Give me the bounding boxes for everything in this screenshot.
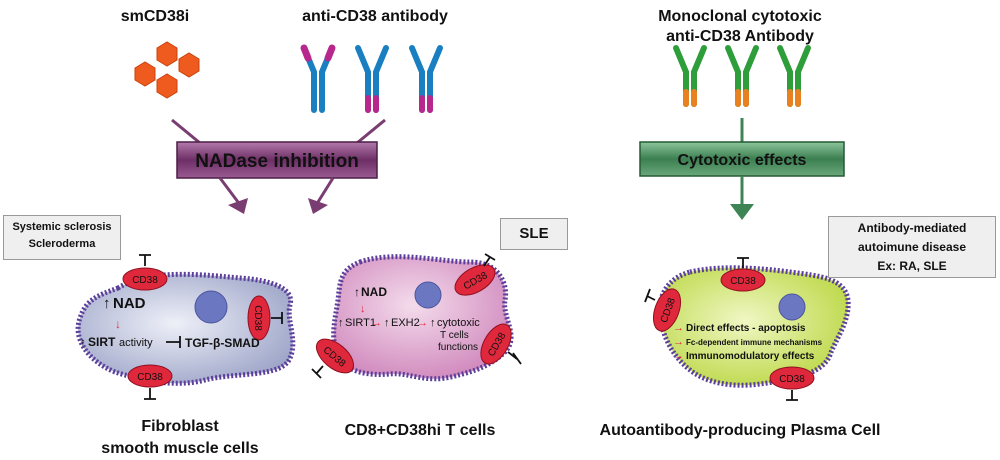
hexagon-icon (156, 73, 178, 99)
cd38-receptor: CD38 (247, 295, 271, 341)
drug-to-nadase-arrows (171, 118, 386, 145)
tcell-cytotoxic-up-arrow-icon: ↑ (430, 317, 436, 329)
tcell-sirt1-text: SIRT1 (345, 317, 376, 329)
cytotoxic-effects-label: Cytotoxic effects (678, 152, 807, 169)
small-molecule-hexagon-icons (134, 41, 200, 99)
tcell-red-arrow-icon: → (371, 317, 382, 329)
svg-text:CD38: CD38 (137, 372, 163, 383)
antibody-icon (777, 45, 811, 107)
hexagon-icon (156, 41, 178, 67)
plasma-cell-nucleus (778, 293, 806, 321)
plasma-cell-caption: Autoantibody-producing Plasma Cell (599, 422, 881, 439)
arrowhead-icon (308, 198, 328, 214)
inhibition-bars (139, 253, 798, 401)
cd38-receptor: CD38 (652, 288, 682, 332)
cd38-receptor: CD38 (454, 264, 496, 296)
arrowhead-icon (730, 204, 754, 220)
plasma-red-arrow-icon: → (673, 350, 684, 362)
tcell-exh2-text: EXH2 (391, 317, 420, 329)
antibody-icon (355, 45, 389, 113)
fibroblast-tgf-text: TGF-β-SMAD (185, 336, 260, 350)
plasma-effect-immunomodulatory: Immunomodulatory effects (686, 351, 815, 362)
scleroderma-text: Scleroderma (28, 238, 96, 250)
smcd38i-label: smCD38i (120, 8, 190, 25)
fibroblast-nad-text: NAD (113, 295, 146, 312)
cytotoxic-effects-box (639, 141, 845, 177)
systemic-sclerosis-box: Systemic sclerosis Scleroderma (3, 215, 121, 260)
tcell-nad-up-arrow-icon: ↑ (354, 285, 360, 299)
sle-box: SLE (500, 218, 568, 250)
antibody-icon (673, 45, 707, 107)
monoclonal-antibody-label-line2: anti-CD38 Antibody (666, 28, 814, 45)
fibroblast-nucleus (194, 290, 228, 324)
nadase-inhibition-box (176, 141, 378, 179)
monoclonal-antibody-label-line1: Monoclonal cytotoxic (658, 8, 822, 25)
cd38-receptor: CD38 (122, 267, 168, 291)
svg-text:CD38: CD38 (132, 275, 158, 286)
cd38-receptor: CD38 (769, 366, 815, 390)
fibroblast-nad-up-arrow-icon: ↑ (103, 295, 111, 312)
nadase-to-cells-arrows (218, 177, 335, 203)
monoclonal-antibody-icons (673, 45, 811, 107)
fibroblast-caption-line2: smooth muscle cells (101, 440, 259, 457)
plasma-effect-fc: Fc-dependent immune mechanisms (686, 338, 823, 347)
nadase-inhibition-label: NADase inhibition (195, 151, 359, 172)
antibody-icon (409, 45, 443, 113)
fibroblast-sirt-text: SIRT (88, 335, 116, 349)
fibroblast-red-arrow-icon: ↓ (115, 317, 121, 331)
cd38-receptors: CD38 CD38 CD38 CD38 CD38 CD38 CD38 CD38 … (122, 264, 815, 390)
anti-cd38-antibody-label: anti-CD38 antibody (302, 8, 448, 25)
fibroblast-cell (75, 271, 296, 386)
autoimune-disease-text: autoimune disease (857, 240, 967, 254)
antibody-mediated-disease-box: Antibody-mediated autoimune disease Ex: … (828, 216, 996, 278)
tcell-sirt1-up-arrow-icon: ↑ (338, 317, 344, 329)
arrowhead-icon (228, 198, 248, 214)
antibody-icon (300, 44, 336, 113)
tcell-nad-text: NAD (361, 285, 387, 299)
tcell-functions-text: functions (438, 342, 478, 353)
plasma-red-arrow-icon: → (673, 322, 684, 334)
tcell-caption: CD8+CD38hi T cells (344, 422, 496, 439)
antibody-mediated-text: Antibody-mediated (857, 221, 967, 235)
plasma-effect-direct: Direct effects - apoptosis (686, 323, 806, 334)
fibroblast-activity-text: activity (119, 337, 153, 349)
plasma-red-arrow-icon: → (673, 336, 684, 348)
svg-text:CD38: CD38 (730, 276, 756, 287)
svg-text:CD38: CD38 (779, 374, 805, 385)
systemic-sclerosis-text: Systemic sclerosis (12, 221, 112, 233)
hexagon-icon (134, 61, 156, 87)
tcell-exh2-up-arrow-icon: ↑ (384, 317, 390, 329)
cd38-receptor: CD38 (480, 323, 512, 365)
cd38-receptor: CD38 (720, 268, 766, 292)
tcell-red-arrow-icon: → (417, 317, 428, 329)
antibody-icon (725, 45, 759, 107)
ex-ra-sle-text: Ex: RA, SLE (877, 259, 947, 273)
cd38-receptor: CD38 (127, 364, 173, 388)
fibroblast-caption-line1: Fibroblast (141, 418, 219, 435)
t-cell-nucleus (414, 281, 442, 309)
svg-text:CD38: CD38 (252, 305, 263, 331)
tcell-red-arrow-icon: ↓ (360, 303, 366, 315)
anti-cd38-antibody-icons (300, 44, 443, 113)
tcell-cytotoxic-text: cytotoxic (437, 317, 480, 329)
tcell-tcells-text: T cells (440, 330, 469, 341)
cd38-receptor: CD38 (315, 338, 355, 374)
hexagon-icon (178, 52, 200, 78)
fibroblast-inhibition-icon (166, 336, 181, 348)
fibroblast-sirt-up-arrow-icon: ↑ (80, 335, 86, 349)
fibroblast-caption: Fibroblast smooth muscle cells (80, 416, 280, 460)
